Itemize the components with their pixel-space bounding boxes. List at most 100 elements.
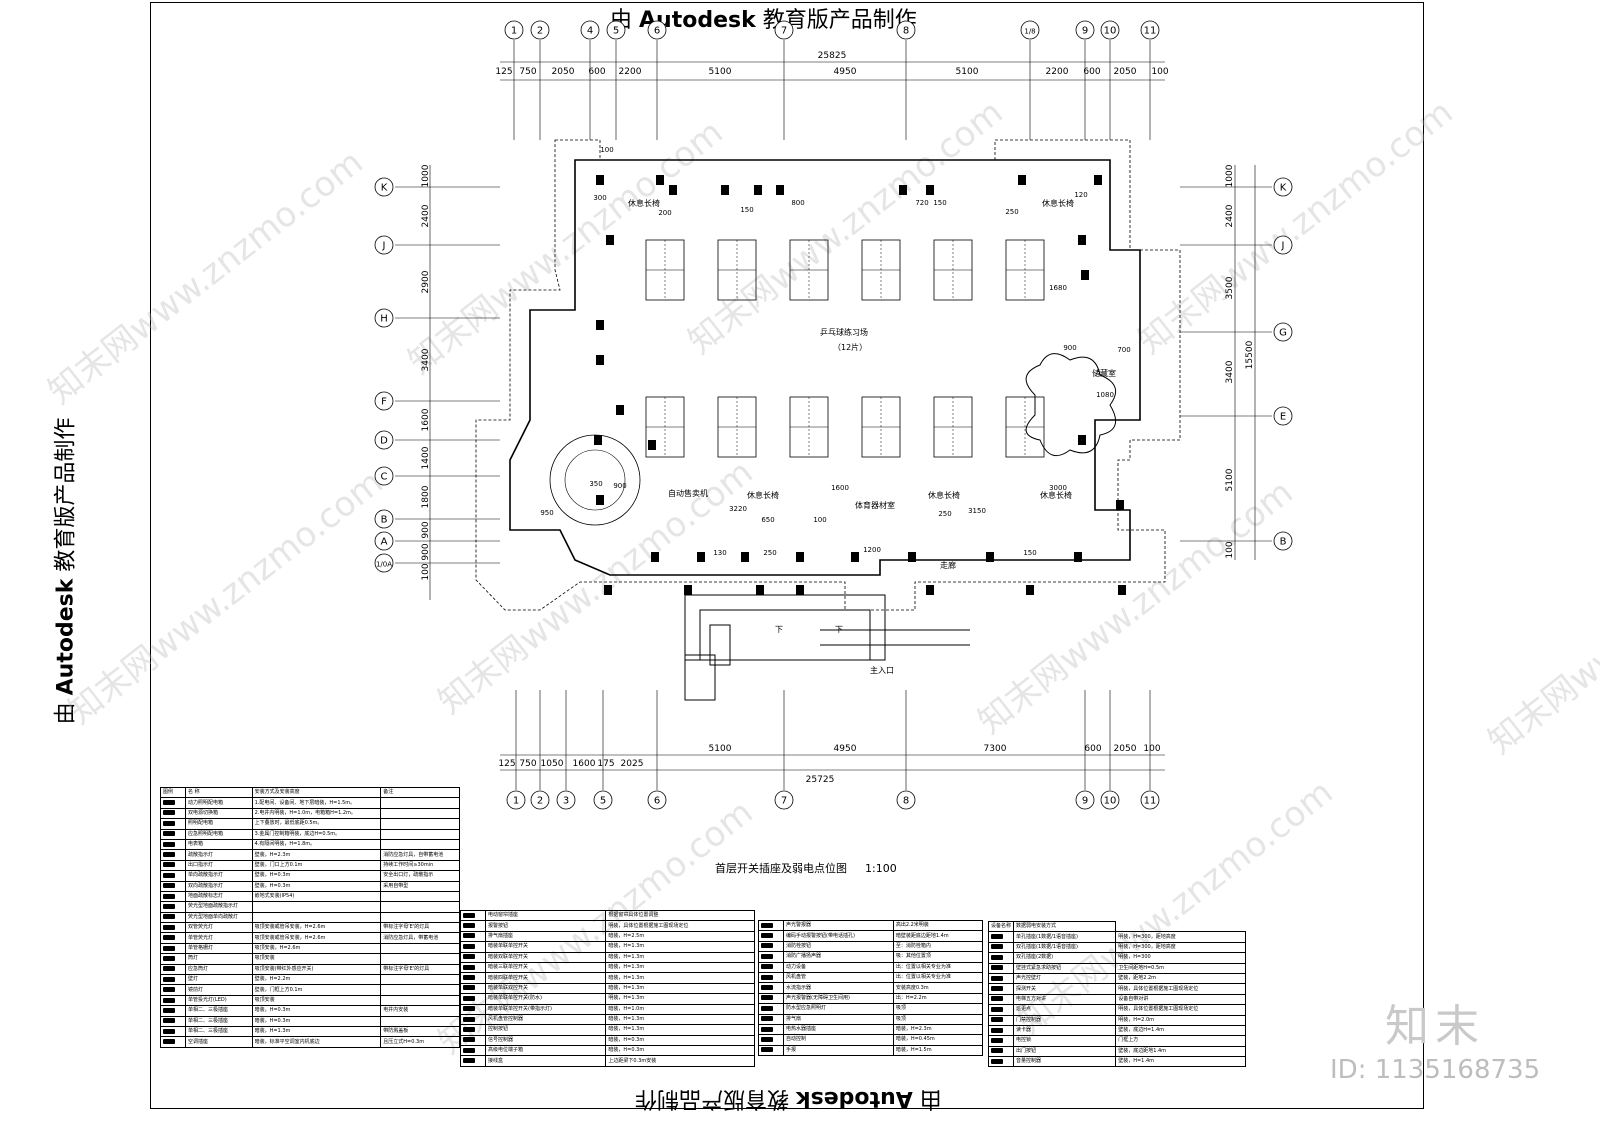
inner-dimension: 1080 xyxy=(1096,391,1114,399)
legend-cell xyxy=(380,994,460,1007)
legend-cell xyxy=(380,911,460,924)
axis-bubble xyxy=(774,20,794,40)
legend-header: 设备名称 xyxy=(987,920,1015,933)
legend-cell: 吸顶安装或管吊安装，H=2.6m xyxy=(251,922,382,934)
legend-cell: 动力照明配电箱 xyxy=(185,797,253,809)
axis-label: B xyxy=(1280,537,1287,548)
legend-cell: 暗装，H=2.5m xyxy=(605,930,755,943)
legend-table-switches: 电动窗帘插座根据窗帘具体位置调整报警按钮明装，具体位置根据施工图现场定位排气扇插… xyxy=(460,909,755,1067)
axis-bubble xyxy=(1075,20,1095,40)
legend-cell: 2.电井内明装，H=1.0m，电箱箱H=1.2m。 xyxy=(251,807,382,820)
legend-row: 电动窗帘插座根据窗帘具体位置调整 xyxy=(460,909,755,922)
axis-label: 2 xyxy=(537,796,543,807)
dimension-label: 1400 xyxy=(421,446,431,469)
dimension-label: 600 xyxy=(1083,67,1100,77)
legend-row: 荧光型地面单向疏散灯 xyxy=(160,911,460,924)
legend-cell: 上边距梁下0.3m安装 xyxy=(605,1055,755,1067)
legend-cell: 壁装，H=0.3m xyxy=(251,880,382,892)
legend-row: 电热水器插座暗装，H=2.3m xyxy=(758,1023,984,1036)
legend-cell: 空调插座 xyxy=(185,1036,253,1048)
legend-symbol-icon xyxy=(758,1013,784,1025)
axis-bubble xyxy=(556,790,576,810)
axis-bubble xyxy=(530,20,550,40)
legend-symbol-icon xyxy=(160,984,186,996)
legend-header: 安装方式及安装高度 xyxy=(251,786,382,799)
outlet-symbol xyxy=(1081,270,1089,280)
outlet-symbol xyxy=(754,185,762,195)
legend-row: 声光控壁灯壁装，距地2.2m xyxy=(987,972,1246,985)
legend-cell: 门框上方 xyxy=(1115,1035,1246,1047)
legend-symbol-icon xyxy=(987,972,1015,985)
axis-bubble xyxy=(374,509,394,529)
legend-cell: 电表箱 xyxy=(185,838,253,851)
inner-dimension: 250 xyxy=(1005,208,1018,216)
legend-cell: 排气扇 xyxy=(783,1013,894,1025)
dimension-label: 2050 xyxy=(552,67,575,77)
legend-row: 排气扇吸顶 xyxy=(758,1013,984,1025)
legend-row: 防水型应急照明灯吸顶 xyxy=(758,1003,984,1015)
legend-symbol-icon xyxy=(160,859,186,872)
axis-bubble xyxy=(1100,790,1120,810)
dimension-label: 750 xyxy=(519,67,536,77)
outlet-symbol xyxy=(776,185,784,195)
legend-cell: 出口指示灯 xyxy=(185,859,253,872)
vending-label: 自动售卖机 xyxy=(668,489,708,498)
outlet-symbol xyxy=(1078,235,1086,245)
legend-cell: 明装，具体位置根据施工图现场定位 xyxy=(1115,1004,1246,1016)
axis-label: 10 xyxy=(1104,26,1117,37)
legend-row: 编码手动报警按钮(带电话插孔)暗壁装距底边距地1.4m xyxy=(758,930,984,942)
axis-bubble xyxy=(593,790,613,810)
legend-symbol-icon xyxy=(160,922,186,934)
legend-cell: 暗装，H=0.3m xyxy=(251,1005,382,1017)
legend-cell: 防水型应急照明灯 xyxy=(783,1003,894,1015)
legend-symbol-icon xyxy=(160,807,186,820)
legend-cell: 壁装，距地2.2m xyxy=(1115,972,1246,985)
outlet-symbol xyxy=(926,185,934,195)
outlet-symbol xyxy=(899,185,907,195)
axis-bubble xyxy=(896,20,916,40)
legend-cell: 控制按钮 xyxy=(484,1024,607,1036)
axis-label: 4 xyxy=(587,26,593,37)
legend-row: 应急筒灯吸顶安装(带红外感应开关)带标注字母'E'的灯具 xyxy=(160,963,460,976)
legend-cell xyxy=(380,974,460,986)
legend-cell: 编码手动报警按钮(带电话插孔) xyxy=(783,930,894,942)
axis-bubble xyxy=(1273,322,1293,342)
legend-cell: 门禁控制器 xyxy=(1013,1014,1117,1026)
inner-dimension: 150 xyxy=(1023,549,1036,557)
legend-header: 图例 xyxy=(160,786,186,799)
inner-dimension: 250 xyxy=(763,549,776,557)
legend-cell: 荧光型地面单向疏散灯 xyxy=(185,911,253,924)
legend-symbol-icon xyxy=(987,983,1015,995)
legend-cell: 壁挂式紧急求助按钮 xyxy=(1013,962,1117,974)
axis-label: 8 xyxy=(903,796,909,807)
axis-bubble xyxy=(530,790,550,810)
legend-row: 单管格栅灯吸顶安装，H=2.6m xyxy=(160,942,460,955)
legend-symbol-icon xyxy=(160,1015,186,1028)
legend-cell: 带标注字母'E'的灯具 xyxy=(380,922,460,934)
axis-bubble xyxy=(374,531,394,551)
dimension-label: 1800 xyxy=(421,485,431,508)
legend-row: 排气扇插座暗装，H=2.5m xyxy=(460,930,755,943)
outlet-symbol xyxy=(596,175,604,185)
legend-symbol-icon xyxy=(987,1004,1015,1016)
legend-symbol-icon xyxy=(160,953,186,965)
legend-cell: 壁装，门框上方0.1m xyxy=(251,984,382,996)
legend-cell: 暗装，H=1.3m xyxy=(605,951,755,963)
legend-symbol-icon xyxy=(987,1024,1015,1037)
dimension-label: 5100 xyxy=(956,67,979,77)
legend-symbol-icon xyxy=(160,818,186,830)
legend-symbol-icon xyxy=(460,961,486,974)
legend-cell: 电热水器插座 xyxy=(783,1023,894,1036)
main-hall-count: （12片） xyxy=(833,343,868,352)
legend-symbol-icon xyxy=(460,1055,486,1067)
axis-bubble xyxy=(374,553,394,573)
legend-cell xyxy=(380,838,460,851)
axis-label: J xyxy=(1281,241,1285,252)
axis-label: 11 xyxy=(1144,796,1157,807)
outlet-symbol xyxy=(651,552,659,562)
legend-cell: 壁装，门口上方0.1m xyxy=(251,859,382,872)
dimension-label: 1050 xyxy=(541,759,564,769)
dimension-label: 4950 xyxy=(834,744,857,754)
inner-dimension: 150 xyxy=(740,206,753,214)
